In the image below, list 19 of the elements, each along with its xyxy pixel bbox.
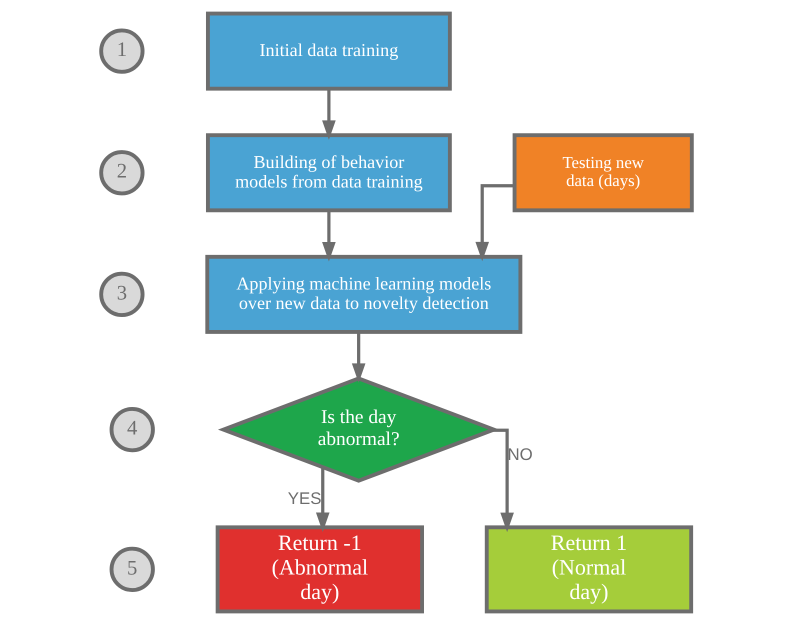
node-circle: 4 <box>110 406 155 452</box>
node-circle: 2 <box>99 150 145 196</box>
node-circle: 3 <box>99 272 145 318</box>
edge-label: YES <box>288 489 322 508</box>
arrow <box>322 88 336 140</box>
arrow <box>316 467 330 532</box>
node-circle: 1 <box>99 28 145 74</box>
node-box: Return -1 (Abnormal day) <box>216 525 424 614</box>
node-box: Initial data training <box>206 12 452 91</box>
node-box: Testing new data (days) <box>512 133 694 212</box>
arrow <box>322 210 336 262</box>
node-box: Building of behavior models from data training <box>206 133 452 212</box>
arrow <box>352 332 366 383</box>
arrow <box>475 184 514 262</box>
arrow <box>492 428 514 532</box>
node-circle: 5 <box>110 546 155 592</box>
node-box: Return 1 (Normal day) <box>484 525 694 614</box>
edge-label: NO <box>507 445 533 464</box>
node-box: Applying machine learning models over new data to novelty detection <box>205 254 522 334</box>
